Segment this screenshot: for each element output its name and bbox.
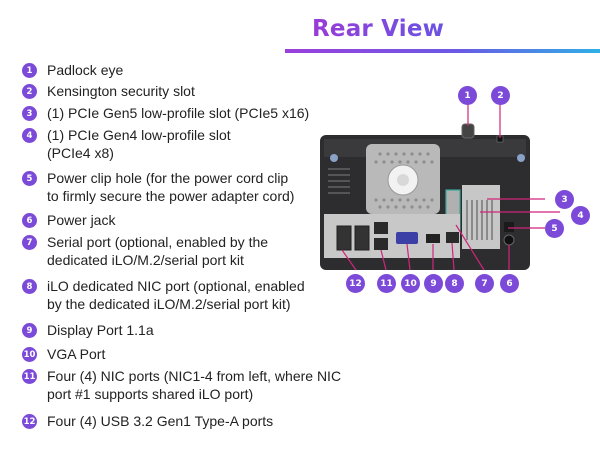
vga-port bbox=[396, 232, 418, 244]
callout-badge-5: 5 bbox=[545, 219, 564, 238]
thumb-screw bbox=[330, 154, 338, 162]
legend-text: dedicated iLO/M.2/serial port kit bbox=[47, 252, 244, 268]
legend-text: Padlock eye bbox=[47, 62, 124, 78]
legend-text: Power clip hole (for the power cord clip bbox=[47, 170, 289, 186]
thumb-screw bbox=[517, 154, 525, 162]
page-title: Rear View bbox=[312, 16, 445, 42]
legend-text: Display Port 1.1a bbox=[47, 322, 154, 338]
ilo-nic-port bbox=[446, 232, 459, 243]
number-badge: 4 bbox=[22, 128, 37, 143]
number-badge: 1 bbox=[22, 63, 37, 78]
displayport bbox=[426, 234, 440, 243]
callout-badge-10: 10 bbox=[401, 274, 420, 293]
legend-text: Power jack bbox=[47, 212, 116, 228]
number-badge: 3 bbox=[22, 106, 37, 121]
number-badge: 8 bbox=[22, 279, 37, 294]
legend-text: Four (4) NIC ports (NIC1-4 from left, wh… bbox=[47, 368, 342, 384]
legend-text: Kensington security slot bbox=[47, 83, 195, 99]
number-badge: 10 bbox=[22, 347, 37, 362]
legend-text: (1) PCIe Gen5 low-profile slot (PCIe5 x1… bbox=[47, 105, 310, 121]
side-vents bbox=[328, 168, 350, 194]
usb-port-stack bbox=[354, 225, 370, 251]
callout-badge-2: 2 bbox=[491, 86, 510, 105]
callout-badge-8: 8 bbox=[445, 274, 464, 293]
fan-vent-holes bbox=[374, 152, 434, 209]
callout-badge-12: 12 bbox=[346, 274, 365, 293]
callout-badge-6: 6 bbox=[500, 274, 519, 293]
callout-badge-4: 4 bbox=[571, 206, 590, 225]
callout-badge-3: 3 bbox=[555, 190, 574, 209]
legend-text: iLO dedicated NIC port (optional, enable… bbox=[47, 278, 305, 294]
callout-badge-11: 11 bbox=[377, 274, 396, 293]
power-clip-hole bbox=[504, 222, 514, 232]
pcie-slot-vents bbox=[466, 200, 493, 240]
legend-text: VGA Port bbox=[47, 346, 106, 362]
legend-text: Serial port (optional, enabled by the bbox=[47, 234, 269, 250]
nic-port bbox=[374, 222, 388, 234]
callout-badge-9: 9 bbox=[424, 274, 443, 293]
title-underline bbox=[285, 49, 600, 53]
power-jack bbox=[503, 234, 515, 246]
legend-text: (PCIe4 x8) bbox=[47, 145, 114, 161]
number-badge: 9 bbox=[22, 323, 37, 338]
number-badge: 7 bbox=[22, 235, 37, 250]
callout-badge-7: 7 bbox=[475, 274, 494, 293]
callout-badge-1: 1 bbox=[458, 86, 477, 105]
legend-text: Four (4) USB 3.2 Gen1 Type-A ports bbox=[47, 413, 274, 429]
number-badge: 2 bbox=[22, 84, 37, 99]
number-badge: 5 bbox=[22, 171, 37, 186]
nic-port bbox=[374, 238, 388, 250]
usb-port-stack bbox=[336, 225, 352, 251]
legend-text: (1) PCIe Gen4 low-profile slot bbox=[47, 127, 231, 143]
legend-text: by the dedicated iLO/M.2/serial port kit… bbox=[47, 296, 291, 312]
number-badge: 12 bbox=[22, 414, 37, 429]
padlock-eye bbox=[461, 123, 475, 139]
number-badge: 11 bbox=[22, 369, 37, 384]
legend-text: port #1 supports shared iLO port) bbox=[47, 386, 254, 402]
number-badge: 6 bbox=[22, 213, 37, 228]
legend-text: to firmly secure the power adapter cord) bbox=[47, 188, 295, 204]
